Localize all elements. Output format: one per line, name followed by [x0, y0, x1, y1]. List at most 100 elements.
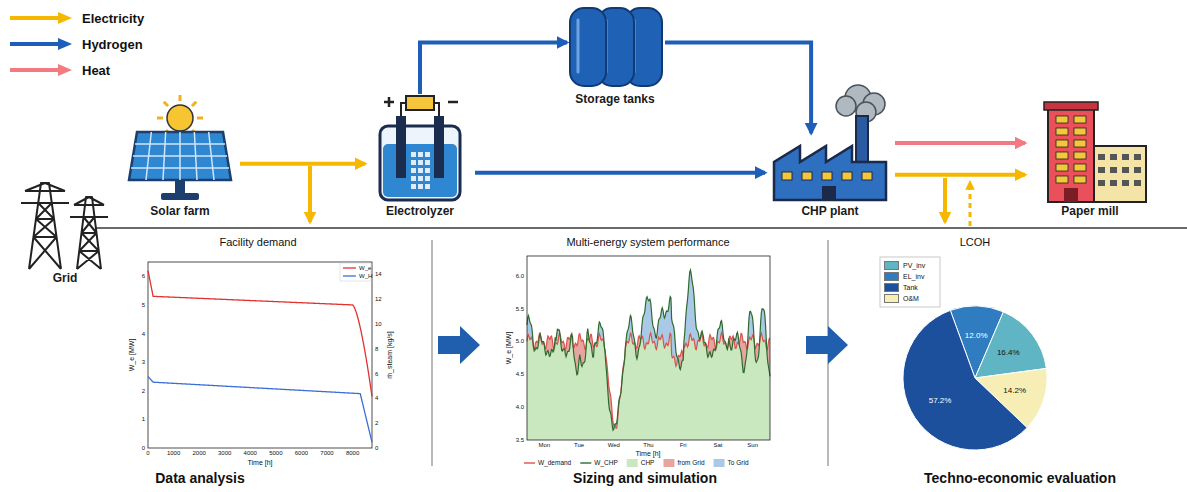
- chart-legend-label: from Grid: [677, 459, 704, 466]
- equipment-icon: [15, 175, 115, 271]
- equipment-icon: [175, 180, 185, 194]
- axis-title: W_e [MW]: [505, 332, 513, 365]
- tick-label: Thu: [643, 442, 653, 449]
- tick-label: 2: [375, 420, 378, 427]
- node-label: Grid: [12, 271, 118, 285]
- equipment-icon: [1074, 140, 1086, 147]
- electrolyzer-node: Electrolyzer: [367, 92, 473, 218]
- equipment-icon: [1110, 154, 1117, 160]
- flow-arrow: [895, 141, 1025, 145]
- stage-label: Sizing and simulation: [573, 471, 717, 486]
- equipment-icon: [774, 146, 886, 200]
- axis-title: Time [h]: [247, 459, 272, 467]
- grid-export-area: [527, 270, 770, 430]
- tick-label: 6: [375, 370, 378, 377]
- tick-label: Tue: [574, 442, 584, 449]
- grid-node: Grid: [12, 175, 118, 285]
- equipment-icon: [418, 184, 423, 189]
- equipment-icon: [401, 103, 439, 118]
- stage-label: Data analysis: [155, 471, 245, 486]
- equipment-icon: [822, 172, 832, 180]
- pie-legend-entry: O&M: [884, 294, 919, 303]
- process-arrow: [438, 326, 480, 364]
- equipment-icon: [1048, 106, 1094, 202]
- legend-swatch: [884, 272, 899, 281]
- legend-label: PV_inv: [903, 262, 925, 269]
- flow-legend-entry: Electricity: [8, 8, 144, 28]
- equipment-icon: [129, 132, 231, 180]
- legend-label: Heat: [82, 63, 110, 78]
- legend-arrow-sample: [10, 68, 60, 72]
- export-arrow: [943, 178, 947, 222]
- equipment-icon: [1056, 140, 1068, 147]
- equipment-icon: [197, 117, 203, 120]
- pie-legend-box: [880, 257, 940, 307]
- tick-label: 1000: [167, 450, 180, 457]
- equipment-icon: [560, 2, 670, 92]
- equipment-icon: [782, 172, 792, 180]
- tick-label: 3000: [218, 450, 231, 457]
- tick-label: 5: [142, 302, 145, 309]
- equipment-icon: [842, 172, 852, 180]
- legend-swatch: [884, 261, 899, 270]
- equipment-icon: [411, 184, 416, 189]
- panel-title: LCOH: [960, 236, 991, 248]
- equipment-icon: [770, 82, 890, 204]
- equipment-icon: [1056, 176, 1068, 183]
- equipment-icon: [406, 96, 434, 110]
- legend-arrow-sample: [10, 16, 60, 20]
- weekly-performance-chart: [527, 256, 770, 440]
- grid-import-area: [527, 333, 770, 430]
- pie-percentage: 16.4%: [997, 348, 1020, 357]
- equipment-icon: [161, 193, 199, 200]
- equipment-icon: [1098, 180, 1105, 186]
- equipment-icon: [167, 105, 193, 131]
- equipment-icon: [418, 160, 423, 165]
- weekly-performance-chart: [527, 256, 770, 440]
- equipment-icon: [1074, 176, 1086, 183]
- equipment-icon: [1056, 128, 1068, 135]
- legend-swatch: [884, 283, 899, 292]
- pie-legend-entry: Tank: [884, 283, 918, 292]
- flow-arrow: [420, 43, 567, 95]
- pie-slice: [903, 310, 1027, 450]
- tick-label: 8000: [346, 450, 359, 457]
- equipment-icon: [21, 183, 69, 269]
- equipment-icon: [1110, 180, 1117, 186]
- chart-legend-label: To Grid: [728, 459, 749, 466]
- tick-label: 1: [142, 416, 145, 423]
- equipment-icon: [1134, 154, 1141, 160]
- equipment-icon: [1064, 188, 1078, 202]
- legend-label: EL_inv: [903, 273, 924, 280]
- tick-label: 6: [142, 273, 145, 280]
- equipment-icon: [802, 172, 812, 180]
- equipment-icon: [384, 97, 458, 107]
- legend-arrow-sample: [58, 38, 72, 50]
- equipment-icon: [179, 95, 182, 101]
- legend-arrow-sample: [8, 37, 74, 51]
- equipment-icon: [133, 155, 227, 157]
- flow-legend-entry: Hydrogen: [8, 34, 143, 54]
- duration-curve-chart: [148, 262, 372, 448]
- tick-label: 5000: [269, 450, 282, 457]
- electric-demand-curve: [148, 271, 372, 397]
- tick-label: 5.5: [516, 305, 524, 312]
- flow-arrow: [475, 171, 765, 175]
- node-label: Paper mill: [1027, 204, 1153, 218]
- tick-label: 10: [375, 321, 382, 328]
- panel-title: Facility demand: [219, 236, 296, 248]
- equipment-icon: [425, 152, 430, 157]
- equipment-icon: [418, 152, 423, 157]
- legend-arrow-sample: [10, 42, 60, 46]
- equipment-icon: [836, 96, 856, 116]
- equipment-icon: [1074, 116, 1086, 123]
- duration-curve-chart: [343, 267, 356, 268]
- tick-label: 0: [375, 445, 378, 452]
- equipment-icon: [1122, 180, 1129, 186]
- chp-line: [527, 270, 770, 430]
- tick-label: 2000: [192, 450, 205, 457]
- legend-arrow-sample: [58, 12, 72, 24]
- tick-label: 6000: [295, 450, 308, 457]
- axis-title: W_e [MW]: [128, 339, 136, 372]
- node-label: Electrolyzer: [367, 204, 473, 218]
